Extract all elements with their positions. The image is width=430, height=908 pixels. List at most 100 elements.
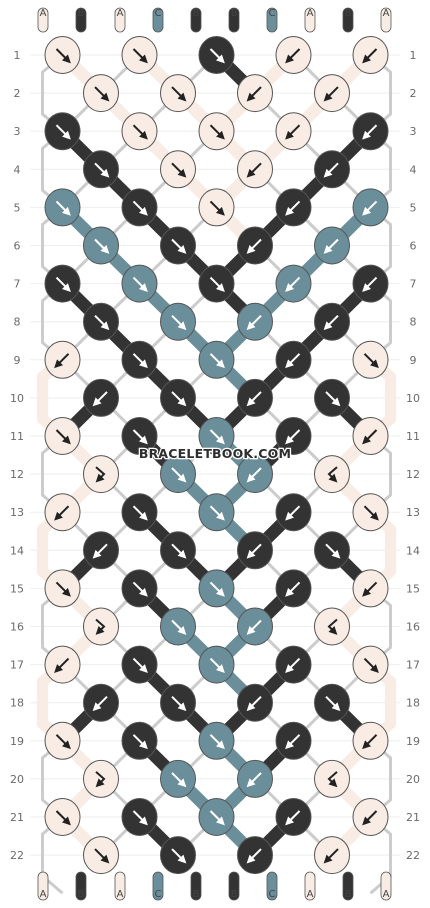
string-end-top <box>342 7 354 33</box>
row-number-left: 13 <box>10 506 24 519</box>
knot-arrow-icon <box>209 200 225 216</box>
row-number-right: 4 <box>410 163 417 176</box>
string-end-top <box>37 7 49 33</box>
knot-arrow-icon <box>246 314 262 331</box>
knot-arrow-icon <box>209 124 225 140</box>
row-number-right: 3 <box>410 125 417 138</box>
row-number-left: 15 <box>10 582 24 595</box>
knot-arrow-icon <box>171 772 187 788</box>
string-end-bottom <box>304 871 316 901</box>
knot-arrow-icon <box>327 771 338 788</box>
knot-arrow-icon <box>132 657 148 673</box>
knot-arrow-icon <box>132 48 148 64</box>
string-label-bottom: A <box>117 889 124 900</box>
row-number-left: 18 <box>10 697 24 710</box>
knot-arrow-icon <box>55 48 71 64</box>
string-label-bottom: B <box>345 889 352 900</box>
knot-arrow-icon <box>246 619 262 635</box>
knot-arrow-icon <box>209 353 225 369</box>
string-label-top: A <box>40 8 47 19</box>
knot-arrow-icon <box>325 695 341 712</box>
row-number-left: 4 <box>14 163 21 176</box>
knot-arrow-icon <box>209 429 225 445</box>
knot-arrow-icon <box>171 314 187 331</box>
knot-arrow-icon <box>55 810 71 826</box>
string-label-top: C <box>155 8 162 19</box>
knot-arrow-icon <box>246 467 262 483</box>
string-end-bottom <box>342 871 354 901</box>
knot-arrow-icon <box>55 276 71 292</box>
knot-arrow-icon <box>363 505 379 521</box>
knot-arrow-icon <box>362 276 378 292</box>
row-number-left: 16 <box>10 621 24 634</box>
row-number-left: 5 <box>14 201 21 214</box>
string-label-top: A <box>307 8 314 19</box>
knot-arrow-icon <box>94 86 110 102</box>
knot-arrow-icon <box>171 162 187 178</box>
row-number-left: 7 <box>14 278 21 291</box>
row-number-left: 14 <box>10 544 24 557</box>
knot-arrow-icon <box>92 391 108 407</box>
knot-arrow-icon <box>92 543 108 559</box>
row-number-left: 3 <box>14 125 21 138</box>
knot-arrow-icon <box>285 581 301 597</box>
knot <box>314 759 350 798</box>
knot-arrow-icon <box>362 734 378 750</box>
knot-arrow-icon <box>95 771 106 788</box>
knot-arrow-icon <box>171 86 187 102</box>
row-number-left: 22 <box>10 849 24 862</box>
knot-arrow-icon <box>285 200 301 216</box>
string-label-bottom: A <box>307 889 314 900</box>
knot-arrow-icon <box>327 618 338 635</box>
knot-arrow-icon <box>246 162 262 178</box>
knot-arrow-icon <box>132 734 148 750</box>
string-end-top <box>114 7 126 33</box>
knot-arrow-icon <box>325 391 341 407</box>
row-number-left: 6 <box>14 240 21 253</box>
string-end-bottom <box>114 871 126 901</box>
row-number-right: 17 <box>406 659 420 672</box>
row-number-left: 2 <box>14 87 21 100</box>
knot-arrow-icon <box>132 429 148 445</box>
string-end-top <box>190 7 202 33</box>
knot-arrow-icon <box>362 581 378 597</box>
string-end-top <box>228 7 240 33</box>
row-number-right: 13 <box>406 506 420 519</box>
knot-arrow-icon <box>132 581 148 597</box>
row-number-right: 11 <box>406 430 420 443</box>
string-end-bottom <box>228 871 240 901</box>
string-label-top: B <box>78 8 85 19</box>
knot-arrow-icon <box>285 353 301 369</box>
knot-arrow-icon <box>362 124 378 140</box>
knot-arrow-icon <box>209 734 225 750</box>
knot-arrow-icon <box>327 466 338 483</box>
string-end-top <box>380 7 392 33</box>
knot-arrow-icon <box>246 238 262 254</box>
knot-arrow-icon <box>285 810 301 826</box>
knot-arrow-icon <box>94 848 110 864</box>
knot-arrow-icon <box>323 848 339 864</box>
row-number-right: 9 <box>410 354 417 367</box>
row-number-left: 20 <box>10 773 24 786</box>
knot-arrow-icon <box>285 505 301 521</box>
row-number-right: 22 <box>406 849 420 862</box>
knot-arrow-icon <box>132 353 148 369</box>
knot-arrow-icon <box>55 200 71 216</box>
knot-arrow-icon <box>323 314 339 331</box>
knot-arrow-icon <box>323 238 339 254</box>
row-number-left: 12 <box>10 468 24 481</box>
knot-arrow-icon <box>171 695 187 712</box>
knot-arrow-icon <box>95 466 106 483</box>
row-number-right: 12 <box>406 468 420 481</box>
string-label-bottom: C <box>269 889 276 900</box>
knot-arrow-icon <box>171 848 187 864</box>
knot-arrow-icon <box>94 238 110 254</box>
string-end-top <box>266 7 278 33</box>
string-label-bottom: B <box>231 889 238 900</box>
knot-arrow-icon <box>132 200 148 216</box>
knot-arrow-icon <box>362 429 378 445</box>
knot-arrow-icon <box>55 429 71 445</box>
knot-arrow-icon <box>171 467 187 483</box>
knot-arrow-icon <box>171 391 187 407</box>
knot-arrow-icon <box>285 276 301 292</box>
